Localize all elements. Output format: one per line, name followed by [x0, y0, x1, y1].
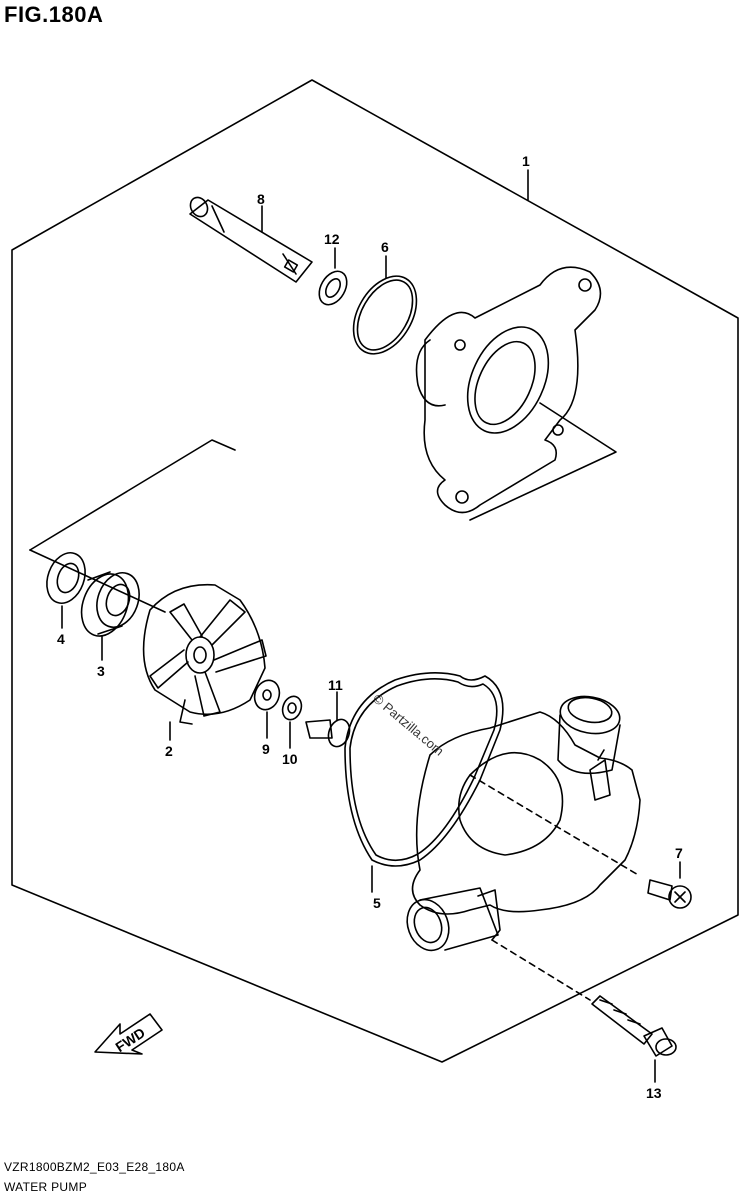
callout-9: 9 [262, 741, 270, 757]
callout-7: 7 [675, 845, 683, 861]
diagram-name: WATER PUMP [4, 1180, 87, 1194]
subassembly-boundary-2 [29, 549, 166, 613]
watermark: © Partzilla.com [370, 691, 447, 759]
subassembly-boundary-3 [469, 402, 617, 521]
callout-11: 11 [328, 677, 343, 693]
callout-6: 6 [381, 239, 389, 255]
callout-2: 2 [165, 743, 173, 759]
flange-bolt [591, 995, 677, 1057]
cover-bolt [647, 879, 692, 909]
assembly-boundary [11, 79, 739, 1063]
pump-cover [415, 266, 602, 514]
subassembly-boundary [29, 439, 236, 551]
impeller-bolt [305, 718, 351, 748]
diagram-code: VZR1800BZM2_E03_E28_180A [4, 1160, 185, 1174]
shaft-washer [318, 270, 348, 306]
callout-10: 10 [282, 751, 298, 767]
callout-8: 8 [257, 191, 265, 207]
o-ring-small [352, 275, 418, 355]
impeller-washer [253, 679, 281, 711]
mechanical-seal [80, 571, 140, 637]
figure-title: FIG.180A [4, 2, 104, 27]
oil-seal [46, 552, 86, 604]
callout-3: 3 [97, 663, 105, 679]
fwd-arrow-icon: FWD [94, 1013, 163, 1055]
o-ring-large [344, 672, 504, 867]
copper-washer [281, 695, 303, 721]
pump-shaft [189, 196, 313, 283]
impeller [142, 583, 267, 725]
callout-5: 5 [373, 895, 381, 911]
callout-4: 4 [57, 631, 65, 647]
callout-13: 13 [646, 1085, 662, 1101]
callout-1: 1 [522, 153, 530, 169]
callout-12: 12 [324, 231, 340, 247]
pump-body [406, 695, 641, 952]
